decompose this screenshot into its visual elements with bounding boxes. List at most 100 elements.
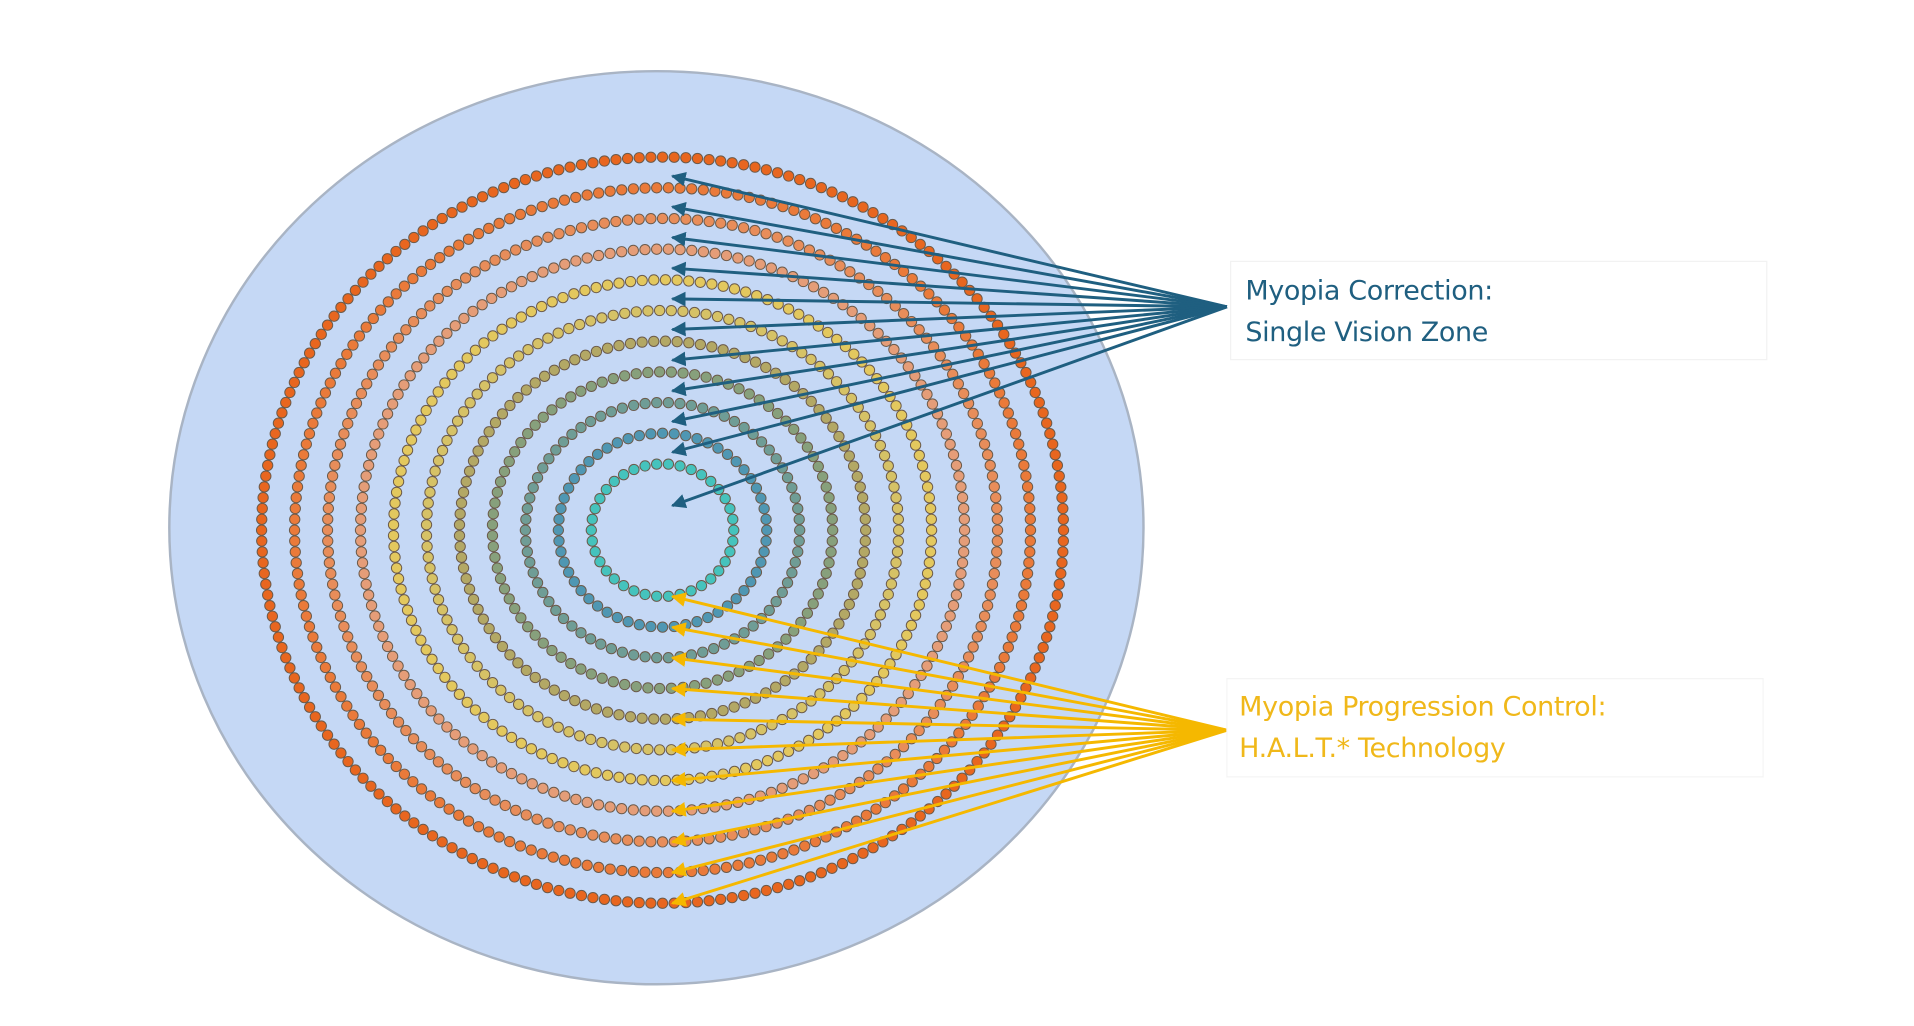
lenslet-dot [713, 565, 725, 577]
lenslet-dot [415, 741, 428, 753]
lenslet-dot [469, 782, 481, 795]
lenslet-dot [436, 444, 449, 457]
lenslet-dot [771, 407, 784, 420]
lenslet-dot [794, 524, 806, 536]
lenslet-dot [633, 152, 645, 164]
lenslet-dot [418, 696, 430, 708]
lenslet-dot [342, 417, 354, 430]
lenslet-dot [496, 725, 508, 737]
lenslet-dot [505, 281, 518, 293]
lenslet-dot [604, 247, 616, 260]
lenslet-dot [914, 810, 926, 822]
lenslet-dot [674, 397, 686, 410]
lenslet-dot [592, 249, 605, 262]
lenslet-dot [487, 508, 499, 520]
lenslet-dot [851, 470, 863, 483]
lenslet-dot [471, 388, 483, 400]
lenslet-dot [432, 292, 445, 305]
lenslet-dot [389, 551, 401, 563]
lenslet-dot [738, 584, 750, 597]
lenslet-dot [355, 546, 368, 558]
lenslet-dot [815, 181, 827, 194]
lenslet-dot [324, 671, 336, 683]
lenslet-dot [453, 688, 466, 700]
lenslet-dot [353, 718, 366, 730]
lenslet-dot [674, 243, 686, 256]
lenslet-dot [520, 535, 532, 547]
lenslet-dot [293, 578, 305, 590]
lenslet-dot [558, 359, 571, 371]
lenslet-dot [1024, 513, 1036, 525]
lenslet-dot [532, 711, 544, 723]
lenslet-dot [324, 377, 336, 389]
lenslet-dot [952, 378, 964, 390]
pointer-arrow [670, 592, 1228, 732]
lenslet-dot [627, 804, 639, 816]
lenslet-dot [300, 438, 312, 450]
lenslet-dot [487, 540, 499, 553]
lenslet-dot [472, 603, 484, 616]
lenslet-dot [453, 529, 466, 542]
dot-ring [519, 397, 806, 664]
lenslet-dot [489, 794, 501, 806]
lenslet-dot [838, 608, 851, 620]
lenslet-dot [1024, 502, 1036, 515]
lenslet-dot [329, 367, 342, 379]
lenslet-dot [587, 219, 599, 231]
lenslet-dot [459, 776, 472, 789]
lenslet-dot [715, 155, 727, 167]
lenslet-dot [581, 252, 593, 264]
lenslet-dot [505, 731, 518, 744]
lenslet-dot [564, 887, 576, 899]
lenslet-dot [782, 745, 795, 758]
lenslet-dot [674, 460, 686, 472]
lenslet-dot [347, 339, 359, 351]
lenslet-dot [550, 604, 562, 617]
lenslet-dot [494, 476, 507, 488]
lenslet-dot [365, 449, 378, 461]
lenslet-dot [591, 600, 604, 612]
lenslet-dot [624, 773, 637, 785]
lenslet-dot [587, 829, 599, 841]
lenslet-dot [574, 318, 586, 331]
lenslet-dot [720, 861, 733, 874]
lenslet-dot [404, 678, 416, 691]
lenslet-dot [328, 738, 340, 750]
lenslet-dot [621, 214, 634, 226]
lenslet-dot [738, 464, 750, 476]
lenslet-dot [991, 502, 1003, 515]
lenslet-dot [857, 201, 869, 213]
lenslet-dot [564, 824, 576, 836]
lenslet-dot [662, 866, 675, 879]
lenslet-dot [467, 593, 480, 605]
lenslet-dot [771, 167, 784, 179]
lenslet-dot [461, 352, 473, 364]
lenslet-dot [916, 460, 929, 472]
lenslet-dot [382, 296, 394, 308]
lenslet-dot [463, 465, 476, 477]
lenslet-dot [522, 427, 534, 440]
lenslet-dot [967, 407, 979, 420]
lenslet-dot [848, 348, 860, 360]
lenslet-dot [938, 744, 951, 756]
lenslet-dot [425, 705, 437, 717]
lenslet-dot [476, 299, 488, 311]
lenslet-dot [874, 439, 887, 452]
lenslet-dot [526, 778, 538, 790]
lenslet-dot [888, 343, 900, 356]
lenslet-dot [975, 620, 987, 633]
lenslet-dot [436, 836, 448, 848]
lenslet-dot [760, 361, 772, 374]
lenslet-dot [695, 580, 708, 592]
lenslet-dot [651, 243, 663, 255]
lenslet-dot [521, 546, 533, 558]
lenslet-dot [792, 546, 804, 558]
lenslet-dot [398, 454, 410, 467]
lenslet-dot [645, 897, 657, 909]
lenslet-dot [557, 291, 569, 304]
lenslet-dot [322, 502, 334, 515]
lenslet-dot [605, 406, 618, 418]
lenslet-dot [733, 383, 745, 395]
lenslet-dot [890, 400, 902, 412]
lenslet-dot [998, 397, 1010, 409]
